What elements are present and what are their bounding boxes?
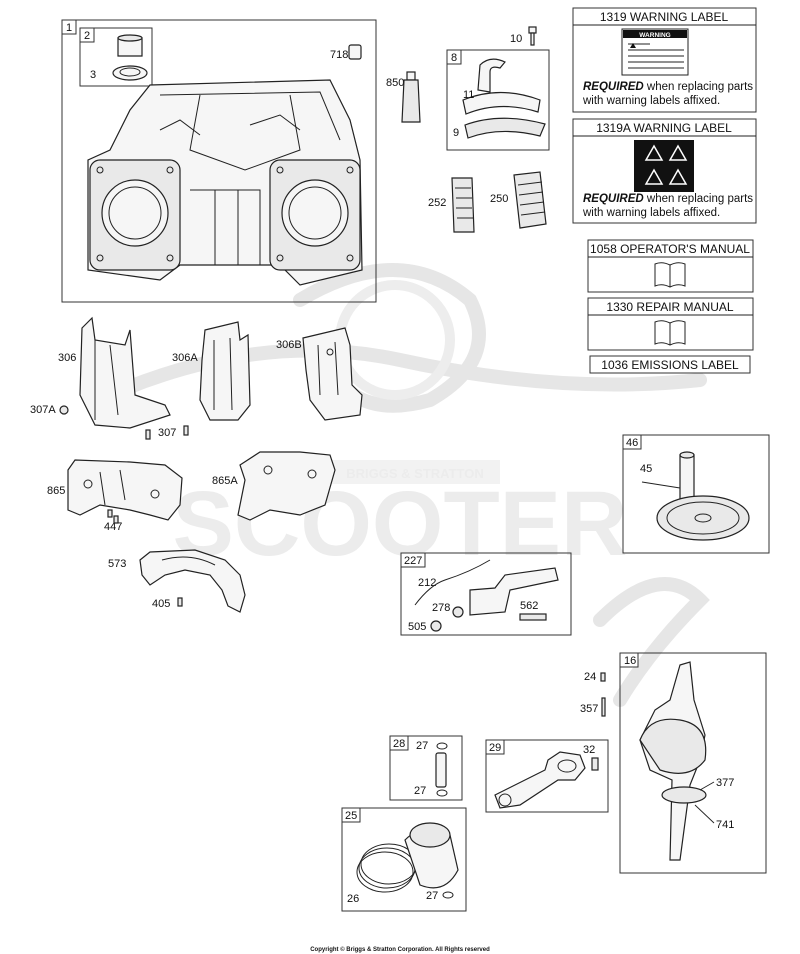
callout-29[interactable]: 29 [489,742,501,754]
part-573: 573 405 [108,549,246,613]
callout-227[interactable]: 227 [404,555,422,567]
callout-307[interactable]: 307 [158,427,176,439]
callout-865[interactable]: 865 [47,485,65,497]
group-connecting-rod: 29 32 [485,739,609,813]
callout-306[interactable]: 306 [58,352,76,364]
callout-26[interactable]: 26 [347,893,359,905]
part-252-250: 252 250 [428,171,547,233]
label-1319A-title: 1319A WARNING LABEL [596,121,732,135]
copyright: Copyright © Briggs & Stratton Corporatio… [310,946,490,953]
label-1330: 1330 REPAIR MANUAL [587,297,754,351]
label-1058-title: 1058 OPERATOR'S MANUAL [590,242,750,256]
callout-46[interactable]: 46 [626,437,638,449]
callout-27b[interactable]: 27 [414,785,426,797]
callout-2[interactable]: 2 [84,30,90,42]
callout-357[interactable]: 357 [580,703,598,715]
group-air-guides: 306 306A 306B 307A 307 [30,316,363,440]
group-crankshaft: 16 24 357 377 741 [580,652,767,874]
callout-25[interactable]: 25 [345,810,357,822]
callout-278[interactable]: 278 [432,602,450,614]
group-governor: 227 212 278 505 562 [400,552,572,636]
callout-252[interactable]: 252 [428,197,446,209]
callout-850[interactable]: 850 [386,77,404,89]
part-10: 10 [510,26,537,46]
callout-45[interactable]: 45 [640,463,652,475]
label-1036-title: 1036 EMISSIONS LABEL [601,358,739,372]
callout-9[interactable]: 9 [453,127,459,139]
watermark-ribbon [330,460,500,484]
group-piston: 25 26 27 [341,807,467,912]
warning-word: WARNING [639,32,670,39]
watermark: BRIGGS & STRATTON SCOOTER [103,263,710,707]
label-1319A: 1319A WARNING LABEL REQUIRED when replac… [572,118,757,224]
callout-377[interactable]: 377 [716,777,734,789]
book-icon [654,262,686,288]
callout-3[interactable]: 3 [90,69,96,81]
callout-24[interactable]: 24 [584,671,596,683]
callout-405[interactable]: 405 [152,598,170,610]
label-1319: 1319 WARNING LABEL WARNING REQUIRED when… [572,7,757,113]
callout-1[interactable]: 1 [66,22,72,34]
callout-212[interactable]: 212 [418,577,436,589]
group-baffles: 865 447 865A [47,451,336,533]
callout-562[interactable]: 562 [520,600,538,612]
watermark-ribbon-text: BRIGGS & STRATTON [346,466,483,481]
group-camshaft: 46 45 [622,434,770,554]
callout-306A[interactable]: 306A [172,352,198,364]
callout-741[interactable]: 741 [716,819,734,831]
group-piston-pin: 28 27 27 [389,735,463,801]
part-850: 850 [386,71,421,123]
label-1319-required-2: with warning labels affixed. [582,95,720,107]
callout-27c[interactable]: 27 [426,890,438,902]
label-1319-title: 1319 WARNING LABEL [600,10,729,24]
callout-11[interactable]: 11 [463,89,474,101]
callout-250[interactable]: 250 [490,193,508,205]
label-1330-title: 1330 REPAIR MANUAL [606,300,733,314]
label-1319-required: REQUIRED when replacing parts [583,81,753,93]
book-icon [654,320,686,346]
label-1319A-required: REQUIRED when replacing parts [583,193,753,205]
callout-573[interactable]: 573 [108,558,126,570]
group-breather: 8 11 9 [446,49,550,151]
label-1319A-required-2: with warning labels affixed. [582,207,720,219]
callout-718[interactable]: 718 [330,49,348,61]
callout-28[interactable]: 28 [393,738,405,750]
callout-447[interactable]: 447 [104,521,122,533]
callout-865A[interactable]: 865A [212,475,238,487]
callout-27a[interactable]: 27 [416,740,428,752]
callout-32[interactable]: 32 [583,744,595,756]
label-1058: 1058 OPERATOR'S MANUAL [587,239,754,293]
callout-505[interactable]: 505 [408,621,426,633]
cylinder-block-drawing [87,79,363,286]
label-1036: 1036 EMISSIONS LABEL [589,355,751,374]
watermark-text: SCOOTER [173,473,628,575]
callout-306B[interactable]: 306B [276,339,302,351]
group-cylinder-block: 1 2 3 718 [61,19,377,303]
callout-307A[interactable]: 307A [30,404,56,416]
callout-10[interactable]: 10 [510,33,522,45]
callout-8[interactable]: 8 [451,52,457,64]
callout-16[interactable]: 16 [624,655,636,667]
